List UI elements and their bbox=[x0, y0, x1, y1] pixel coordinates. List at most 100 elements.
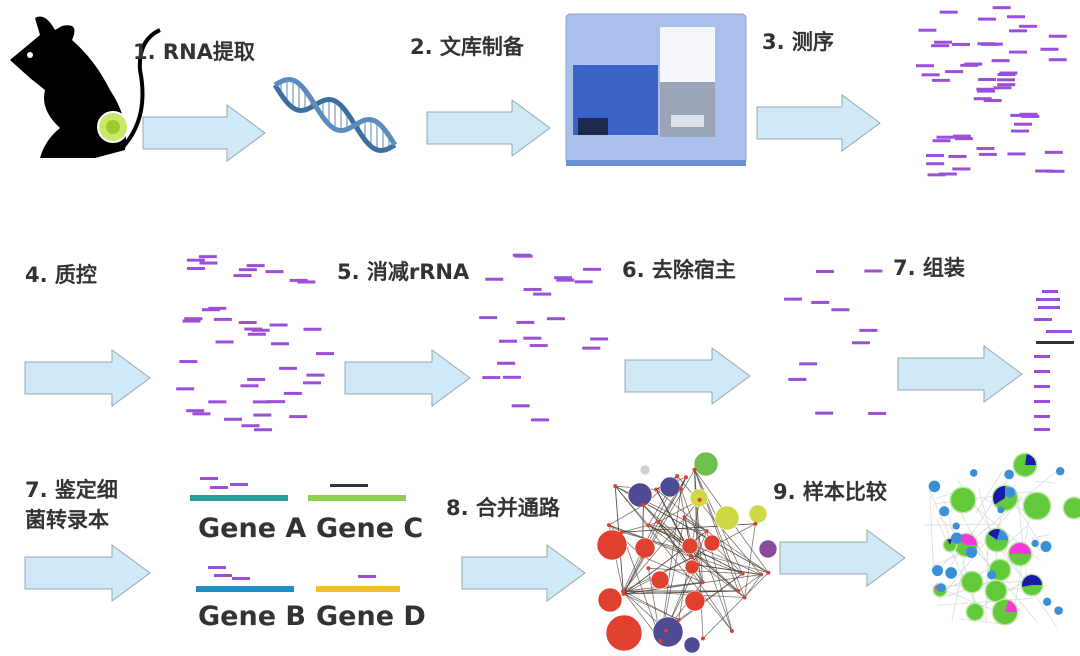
sequencer-base bbox=[566, 160, 746, 166]
read bbox=[213, 317, 232, 321]
pie-slice bbox=[944, 539, 956, 551]
step-9-label: 9. 样本比较 bbox=[773, 480, 887, 504]
read bbox=[1046, 330, 1072, 333]
read bbox=[502, 375, 521, 379]
read bbox=[297, 280, 316, 284]
small-node bbox=[987, 570, 997, 580]
pie-slice bbox=[1024, 493, 1050, 519]
pie-slice bbox=[1009, 543, 1031, 554]
network-node bbox=[634, 537, 656, 559]
network-edge bbox=[694, 469, 704, 583]
read bbox=[497, 361, 516, 365]
read bbox=[254, 428, 273, 432]
read bbox=[182, 319, 201, 323]
read bbox=[184, 317, 203, 321]
read bbox=[198, 255, 217, 259]
gene-d-bar bbox=[316, 586, 400, 592]
read bbox=[523, 287, 542, 291]
network-node bbox=[596, 529, 628, 561]
read bbox=[915, 64, 934, 68]
network-node bbox=[729, 629, 734, 634]
read bbox=[583, 267, 602, 271]
read bbox=[864, 269, 883, 273]
read bbox=[265, 270, 284, 274]
read bbox=[1009, 29, 1028, 33]
read bbox=[976, 87, 995, 91]
read bbox=[499, 339, 518, 343]
network-edge bbox=[936, 597, 1034, 606]
pie-slice bbox=[986, 581, 1006, 601]
network-edge bbox=[933, 470, 1058, 573]
sequencer-window bbox=[660, 27, 715, 82]
small-node bbox=[965, 546, 978, 558]
arrow-icon bbox=[344, 349, 471, 407]
read bbox=[925, 154, 944, 158]
read bbox=[238, 321, 257, 325]
read bbox=[186, 258, 205, 262]
read bbox=[214, 574, 232, 577]
rrna-depleted-reads bbox=[479, 253, 609, 422]
network-edge bbox=[1035, 480, 1057, 484]
read bbox=[1034, 415, 1050, 418]
read bbox=[269, 323, 288, 327]
read bbox=[289, 415, 308, 419]
dna-strand bbox=[272, 83, 397, 153]
small-node bbox=[945, 567, 957, 579]
pie-slice bbox=[962, 572, 982, 592]
pie-slice bbox=[1022, 585, 1042, 596]
read bbox=[931, 78, 950, 82]
bacteria-core bbox=[106, 120, 120, 134]
read bbox=[1009, 50, 1028, 54]
read bbox=[1034, 400, 1050, 403]
network-graph-icon bbox=[596, 451, 778, 654]
read bbox=[306, 373, 325, 377]
read bbox=[574, 280, 593, 284]
network-node bbox=[700, 580, 705, 585]
mouse-eye bbox=[27, 52, 33, 58]
read bbox=[952, 167, 971, 171]
read bbox=[516, 320, 535, 324]
read bbox=[1046, 169, 1065, 173]
contig bbox=[1036, 341, 1074, 344]
network-node bbox=[766, 570, 771, 575]
network-edge bbox=[697, 564, 762, 575]
network-edge bbox=[623, 469, 695, 595]
network-node bbox=[697, 497, 702, 502]
read bbox=[815, 269, 834, 273]
read bbox=[1034, 428, 1050, 431]
read bbox=[954, 137, 973, 141]
read bbox=[1021, 114, 1040, 118]
network-node bbox=[692, 467, 697, 472]
read bbox=[931, 44, 950, 48]
read bbox=[1034, 355, 1050, 358]
mouse-body bbox=[10, 16, 126, 158]
read bbox=[939, 10, 958, 14]
read bbox=[983, 99, 1002, 103]
read bbox=[511, 404, 530, 408]
pie-slice bbox=[947, 539, 953, 545]
read bbox=[187, 266, 206, 270]
read bbox=[1010, 113, 1029, 117]
network-edge bbox=[643, 504, 659, 523]
network-node bbox=[753, 521, 758, 526]
read bbox=[529, 344, 548, 348]
read bbox=[582, 346, 601, 350]
read bbox=[247, 377, 266, 381]
read bbox=[533, 292, 552, 296]
network-edge bbox=[702, 572, 769, 639]
network-edge bbox=[1035, 534, 1050, 538]
pie-slice bbox=[997, 529, 1008, 540]
small-node bbox=[928, 480, 941, 493]
read bbox=[1048, 58, 1067, 62]
pie-slice bbox=[987, 529, 1001, 540]
network-node bbox=[748, 504, 768, 524]
read bbox=[1034, 385, 1050, 388]
read bbox=[948, 154, 967, 158]
network-edge bbox=[680, 477, 687, 490]
pie-slice bbox=[1064, 498, 1080, 518]
network-edge bbox=[658, 521, 745, 598]
arrow-icon bbox=[779, 529, 906, 587]
network-node bbox=[619, 530, 624, 535]
read bbox=[479, 316, 498, 320]
network-edge bbox=[623, 477, 687, 595]
